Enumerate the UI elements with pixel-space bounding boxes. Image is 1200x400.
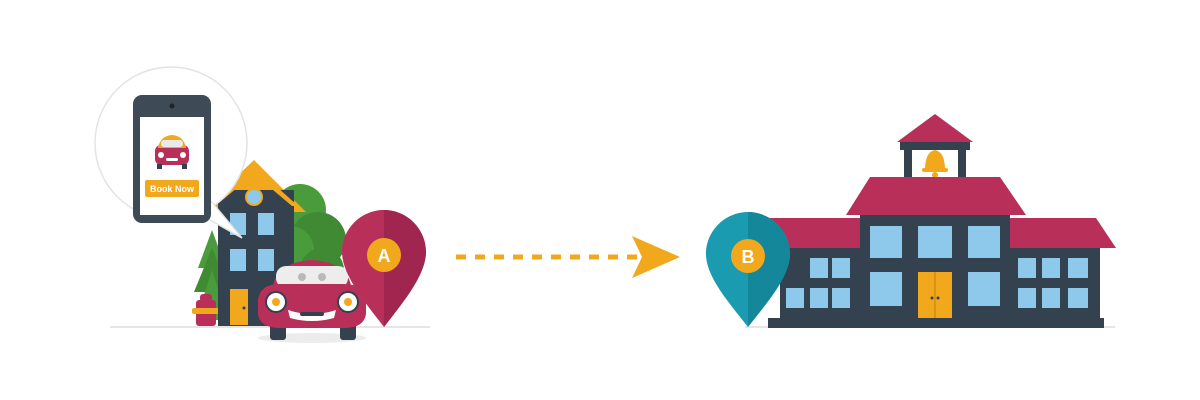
- origin-pin-icon: A: [342, 210, 426, 327]
- bell-tower: [897, 114, 973, 178]
- bell-icon: [922, 150, 948, 178]
- house-door: [230, 289, 248, 325]
- phone-car-icon: [155, 135, 189, 169]
- book-now-button[interactable]: Book Now: [145, 180, 199, 197]
- book-now-label: Book Now: [150, 184, 195, 194]
- smartphone-icon: Book Now: [133, 95, 211, 223]
- attic-window: [245, 188, 263, 206]
- car-icon: [258, 260, 366, 343]
- school-icon: [750, 114, 1116, 328]
- home-scene: A: [192, 160, 426, 343]
- phone-bubble: Book Now: [94, 66, 248, 239]
- fire-hydrant-icon: [192, 294, 220, 326]
- destination-pin-icon: B: [706, 212, 790, 327]
- dashed-arrow-icon: [456, 236, 680, 278]
- school-door: [918, 272, 952, 318]
- destination-pin-label: B: [742, 247, 755, 267]
- origin-pin-label: A: [378, 246, 391, 266]
